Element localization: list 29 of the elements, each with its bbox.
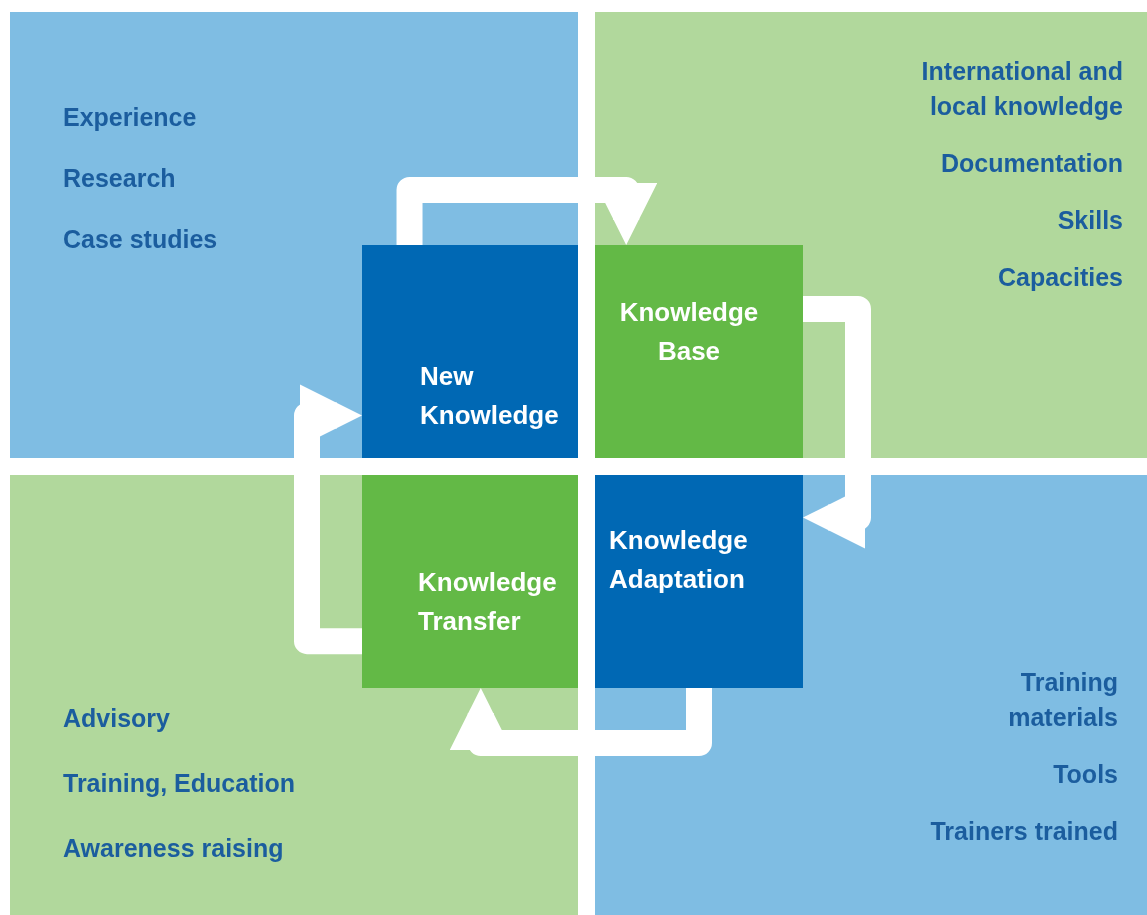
cycle-arrow <box>449 688 712 756</box>
list-item: Research <box>63 163 176 194</box>
stage-square <box>595 475 803 688</box>
list-item: Capacities <box>997 262 1123 293</box>
list-item: Case studies <box>63 224 218 255</box>
list-item: Skills <box>1057 205 1123 236</box>
list-item: Training materials <box>1007 667 1118 733</box>
list-item: Advisory <box>63 703 170 734</box>
list-item: Experience <box>63 102 197 133</box>
cycle-arrow <box>396 177 658 245</box>
list-item: Awareness raising <box>63 833 284 864</box>
stage-label: New Knowledge <box>420 360 560 432</box>
stage-square <box>595 245 803 458</box>
quadrant-panel <box>595 12 1147 458</box>
stage-label: Knowledge Transfer <box>418 566 558 638</box>
list-item: Trainers trained <box>930 816 1118 847</box>
cycle-arrow <box>803 295 871 549</box>
list-item: Tools <box>1053 759 1118 790</box>
stage-square <box>362 475 578 688</box>
quadrant-panel <box>10 12 578 458</box>
quadrant-panel <box>10 475 578 915</box>
quadrant-panel <box>595 475 1147 915</box>
list-item: International and local knowledge <box>920 56 1123 122</box>
stage-label: Knowledge Adaptation <box>609 524 749 596</box>
list-item: Documentation <box>941 148 1123 179</box>
cycle-arrow <box>294 384 362 655</box>
stage-square <box>362 245 578 458</box>
list-item: Training, Education <box>63 768 295 799</box>
stage-label: Knowledge Base <box>618 296 760 368</box>
